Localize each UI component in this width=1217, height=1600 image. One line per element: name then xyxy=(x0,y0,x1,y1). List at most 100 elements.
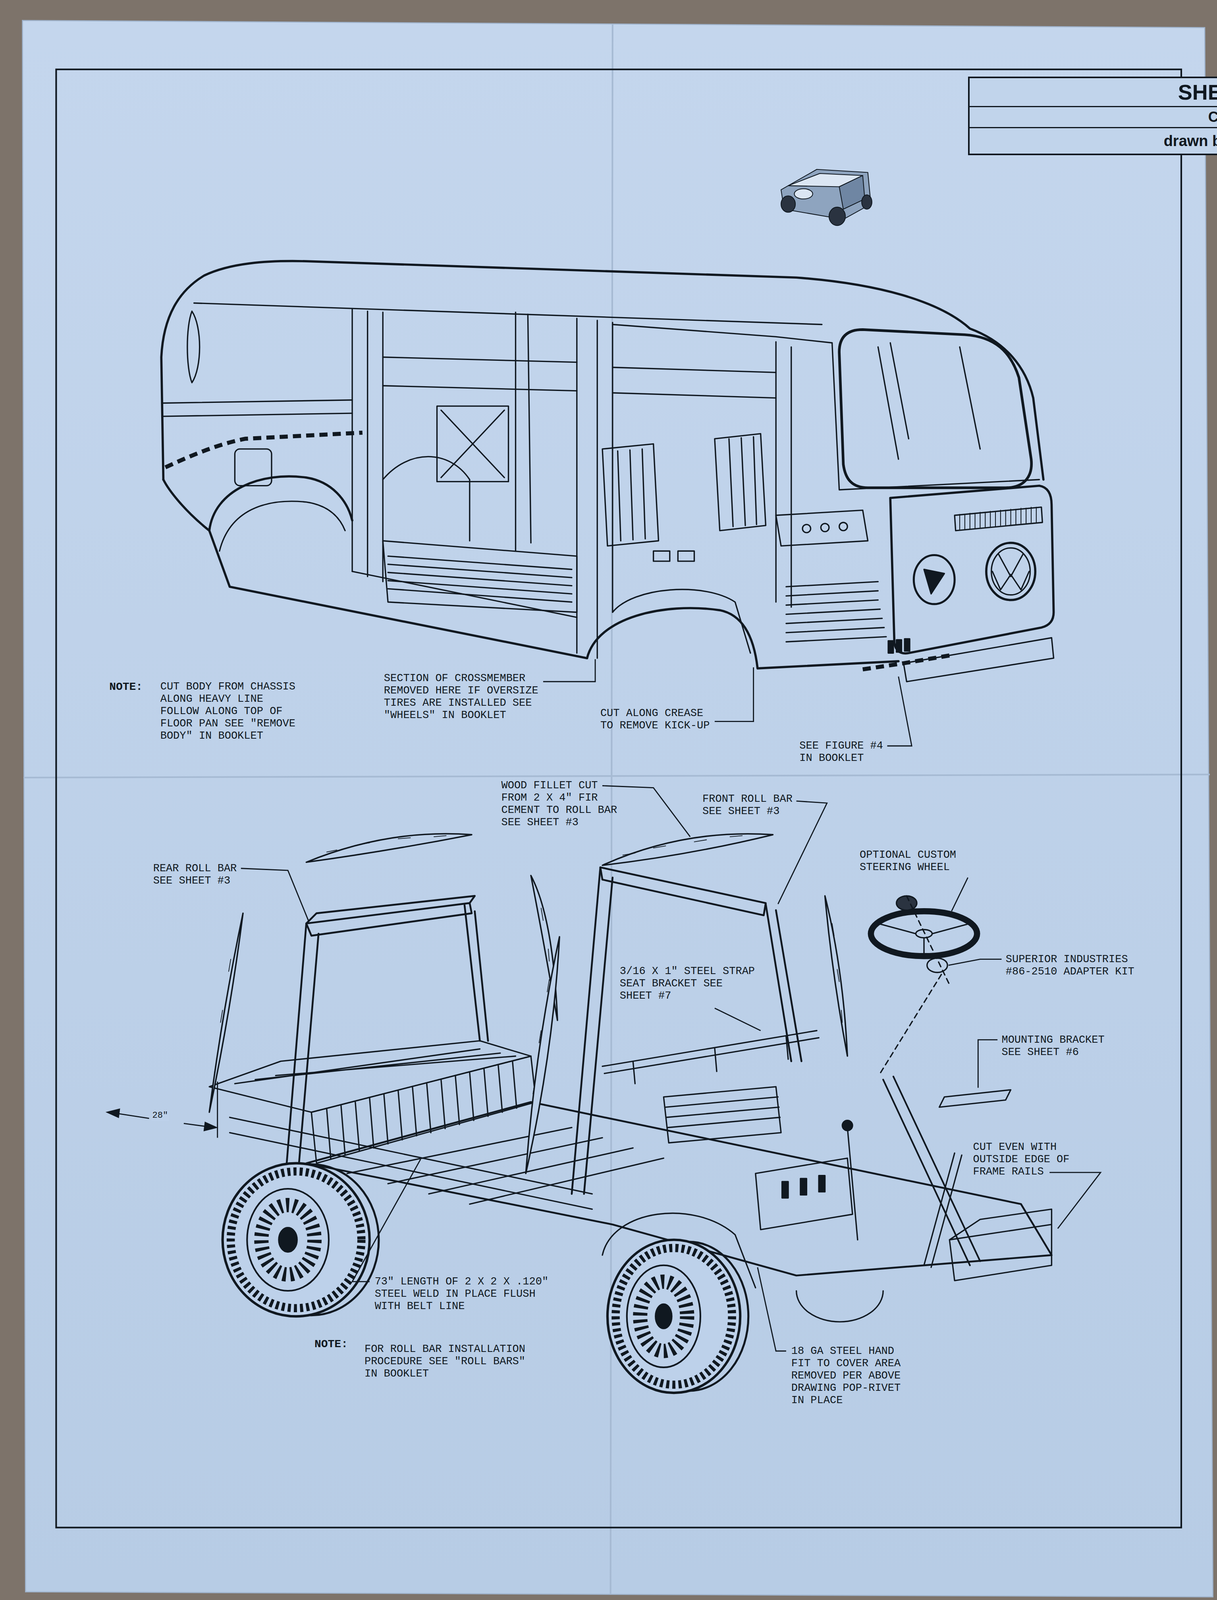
bus-body xyxy=(587,608,899,669)
bus-body xyxy=(653,551,670,562)
bus-body xyxy=(382,357,776,399)
callout-text: WOOD FILLET CUT FROM 2 X 4" FIR CEMENT T… xyxy=(501,779,620,830)
bus-body xyxy=(163,476,353,531)
chassis-drawing xyxy=(246,1189,329,1292)
chassis-drawing xyxy=(278,1228,298,1253)
bus-body xyxy=(352,309,383,582)
bus-body xyxy=(959,507,1037,531)
chassis-drawing xyxy=(796,1291,884,1323)
chassis-drawing xyxy=(896,896,917,911)
chassis-drawing xyxy=(923,1153,962,1268)
dimension-text: 28" xyxy=(151,1110,170,1122)
bus-body xyxy=(612,589,751,654)
callout-text: SEE FIGURE #4 IN BOOKLET xyxy=(799,740,885,765)
bus-body xyxy=(992,554,1030,591)
leader-line xyxy=(1049,1172,1101,1229)
leader-line xyxy=(757,1267,787,1352)
chassis-drawing xyxy=(663,1087,782,1144)
bus-body xyxy=(515,312,532,552)
chassis-drawing xyxy=(285,905,488,1174)
chassis-drawing xyxy=(209,913,244,1113)
note-heading: NOTE: xyxy=(314,1338,348,1351)
bus-body xyxy=(165,432,363,468)
chassis-drawing xyxy=(879,896,950,1074)
leader-line xyxy=(887,676,912,747)
chassis-drawing xyxy=(825,896,848,1057)
chassis-drawing xyxy=(347,1128,664,1205)
chassis-drawing xyxy=(818,1176,825,1193)
bus-body xyxy=(187,311,200,383)
bus-body xyxy=(209,530,587,659)
chassis-drawing xyxy=(600,867,766,916)
dimension-line xyxy=(107,1081,218,1138)
callout-text: SECTION OF CROSSMEMBER REMOVED HERE IF O… xyxy=(383,672,541,722)
chassis-drawing xyxy=(877,923,970,955)
bus-body xyxy=(219,501,346,552)
buggy-icon xyxy=(829,207,846,226)
leader-line xyxy=(352,1159,421,1282)
bus-body xyxy=(677,551,695,562)
bus-body xyxy=(382,456,470,541)
bus-body xyxy=(991,548,1031,596)
chassis-drawing xyxy=(602,1030,819,1084)
chassis-drawing xyxy=(571,867,802,1195)
title-text: SHEET No.2 xyxy=(969,78,1217,107)
bus-body xyxy=(161,261,1044,481)
callout-text: CUT ALONG CREASE TO REMOVE KICK-UP xyxy=(600,707,712,733)
callout-text: FRONT ROLL BAR SEE SHEET #3 xyxy=(702,793,795,818)
bus-body xyxy=(890,486,1054,654)
leader-line xyxy=(977,1040,998,1089)
chassis-drawing xyxy=(607,1240,741,1394)
leader-line xyxy=(714,667,754,722)
chassis-drawing xyxy=(842,1120,853,1132)
chassis-drawing xyxy=(949,1209,1052,1281)
chassis-drawing xyxy=(847,1128,858,1241)
bus-body xyxy=(954,507,1043,531)
leader-line xyxy=(951,877,968,912)
callout-text: SUPERIOR INDUSTRIES #86-2510 ADAPTER KIT xyxy=(1005,953,1137,979)
bus-body xyxy=(714,433,766,531)
buggy-icon xyxy=(861,194,872,210)
bus-body xyxy=(387,556,572,603)
bus-body xyxy=(234,449,272,487)
bus-body xyxy=(923,569,945,595)
bus-body xyxy=(896,640,902,653)
chassis-drawing xyxy=(640,1282,687,1352)
chassis-drawing xyxy=(870,911,977,957)
chassis-drawing xyxy=(525,937,560,1174)
callout-text: MOUNTING BRACKET SEE SHEET #6 xyxy=(1001,1034,1107,1059)
bus-body xyxy=(913,555,955,605)
chassis-drawing xyxy=(209,834,848,1175)
chassis-drawing xyxy=(602,834,773,866)
leader-line xyxy=(241,659,1101,1352)
leader-line xyxy=(948,959,1002,966)
callout-text: 73" LENGTH OF 2 X 2 X .120" STEEL WELD I… xyxy=(374,1276,551,1314)
bus-body xyxy=(986,543,1036,601)
callout-text: 3/16 X 1" STEEL STRAP SEAT BRACKET SEE S… xyxy=(619,965,757,1003)
dimension-line xyxy=(107,1109,217,1131)
bus-body xyxy=(839,329,1032,488)
bus-body xyxy=(903,638,1054,683)
paper xyxy=(22,20,1214,1598)
chassis-drawing xyxy=(214,835,843,1094)
bus-body xyxy=(888,640,894,654)
bus-body xyxy=(382,541,577,613)
chassis-drawing xyxy=(222,1163,370,1318)
bus-body xyxy=(163,400,353,417)
bus-body xyxy=(839,522,848,531)
bus-body xyxy=(820,523,830,533)
title-text: CHASSIS xyxy=(969,106,1217,128)
bus-body xyxy=(904,638,910,652)
leader-line xyxy=(714,1008,761,1032)
bus-body xyxy=(832,343,1040,490)
chassis-drawing xyxy=(782,1182,789,1199)
bus-body xyxy=(602,443,659,546)
buggy-icon xyxy=(781,169,871,220)
paper xyxy=(22,20,1214,1598)
bus-body xyxy=(786,581,887,643)
buggy-icon xyxy=(794,189,813,200)
chassis-drawing xyxy=(755,1158,853,1231)
chassis-drawing xyxy=(209,834,1052,1394)
